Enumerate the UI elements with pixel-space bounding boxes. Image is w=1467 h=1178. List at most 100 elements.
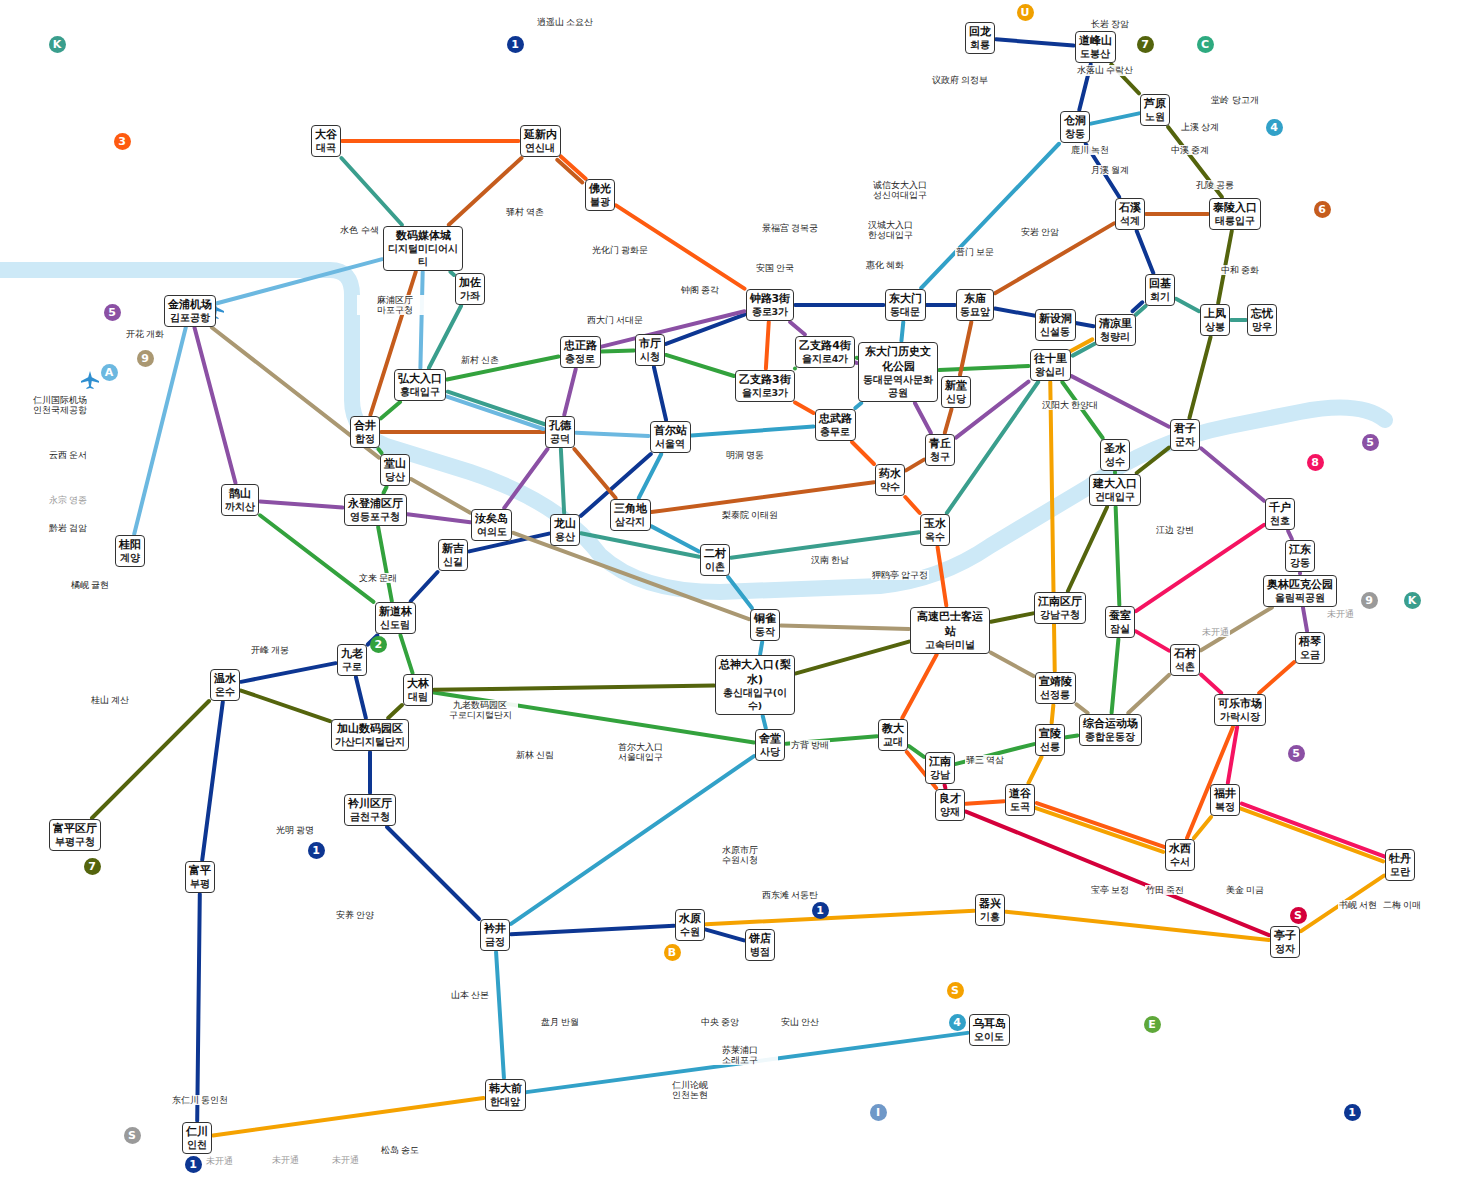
station-name-zh: 忠武路 bbox=[819, 411, 852, 426]
subway-line bbox=[368, 752, 372, 793]
station-name-zh: 泰陵入口 bbox=[1213, 200, 1257, 215]
line-number: 5 bbox=[104, 304, 121, 321]
station-name-ko: 불광 bbox=[589, 196, 611, 209]
station-name-ko: 망우 bbox=[1251, 321, 1273, 334]
station-label: 水色 수색 bbox=[339, 225, 380, 235]
subway-line bbox=[411, 479, 470, 513]
station-name-zh: 综合运动场 bbox=[1083, 716, 1138, 731]
station-label: 月溪 월계 bbox=[1090, 165, 1131, 175]
station-name-zh: 衿井 bbox=[484, 921, 506, 936]
station-name-zh: 新堂 bbox=[945, 378, 967, 393]
station-name-zh: 乙支路4街 bbox=[799, 338, 851, 353]
station-name-ko: 종로3가 bbox=[750, 306, 791, 319]
station-name-ko: 정자 bbox=[1274, 943, 1296, 956]
subway-line bbox=[260, 501, 343, 507]
subway-line bbox=[905, 497, 919, 513]
station-name-ko: 용산 bbox=[554, 531, 576, 544]
station-name-zh: 福井 bbox=[1214, 786, 1236, 801]
line-number: K bbox=[49, 36, 66, 53]
subway-line bbox=[356, 677, 366, 718]
station-box: 乙支路4街을지로4가 bbox=[795, 336, 855, 368]
subway-line bbox=[1242, 804, 1385, 857]
station-label: 驿村 역촌 bbox=[505, 207, 546, 217]
station-name-ko: 상봉 bbox=[1204, 321, 1226, 334]
station-box: 上凤상봉 bbox=[1200, 304, 1230, 336]
station-name-ko: 동대문역사문화공원 bbox=[862, 374, 934, 400]
station-name-zh: 回龙 bbox=[969, 24, 991, 39]
station-name-ko: 고속터미널 bbox=[914, 639, 986, 652]
station-name-zh: 加佐 bbox=[459, 275, 481, 290]
station-name-zh: 合井 bbox=[354, 418, 376, 433]
station-name-ko: 잠실 bbox=[1109, 623, 1131, 636]
line-number: 1 bbox=[1344, 1104, 1361, 1121]
subway-line bbox=[766, 322, 769, 369]
station-label: 永宗 영종 bbox=[48, 495, 89, 505]
station-box: 回龙회룡 bbox=[965, 22, 995, 54]
station-name-ko: 군자 bbox=[1174, 436, 1196, 449]
subway-line bbox=[995, 223, 1114, 293]
station-name-ko: 충무로 bbox=[819, 426, 852, 439]
subway-line bbox=[1137, 448, 1169, 473]
station-label: 黔岩 검암 bbox=[48, 523, 89, 533]
subway-line bbox=[796, 642, 909, 674]
station-box: 忠武路충무로 bbox=[815, 409, 856, 441]
station-box: 石溪석계 bbox=[1115, 198, 1145, 230]
line-number: 8 bbox=[1307, 454, 1324, 471]
station-name-ko: 선정릉 bbox=[1039, 689, 1072, 702]
station-name-zh: 玉水 bbox=[924, 516, 946, 531]
station-label: 鹿川 녹천 bbox=[1070, 145, 1111, 155]
station-label: 书岘 서현 bbox=[1338, 900, 1379, 910]
station-name-zh: 富平区厅 bbox=[53, 821, 97, 836]
line-number: 5 bbox=[1362, 434, 1379, 451]
station-label: 逍遥山 소요산 bbox=[536, 17, 595, 27]
station-name-ko: 건대입구 bbox=[1093, 491, 1137, 504]
station-box: 回基회기 bbox=[1145, 274, 1175, 306]
station-name-zh: 新设洞 bbox=[1039, 311, 1072, 326]
subway-line bbox=[1137, 231, 1154, 273]
subway-line bbox=[915, 403, 931, 433]
subway-line bbox=[852, 442, 874, 464]
station-box: 堂山당산 bbox=[380, 454, 410, 486]
subway-line bbox=[1201, 675, 1221, 693]
subway-line bbox=[855, 403, 861, 408]
station-label: 桂山 계산 bbox=[90, 695, 131, 705]
station-label: 狎鸥亭 압구정 bbox=[871, 570, 930, 580]
station-box: 道峰山도봉산 bbox=[1075, 31, 1116, 63]
subway-line bbox=[504, 449, 547, 508]
subway-line bbox=[411, 572, 438, 601]
subway-line bbox=[1303, 608, 1307, 632]
station-label: 竹田 죽전 bbox=[1145, 885, 1186, 895]
station-name-zh: 二村 bbox=[704, 546, 726, 561]
subway-line bbox=[574, 449, 615, 498]
station-label: 文来 문래 bbox=[358, 573, 399, 583]
station-name-ko: 수원 bbox=[679, 926, 701, 939]
station-name-zh: 石村 bbox=[1174, 646, 1196, 661]
station-name-zh: 三角地 bbox=[614, 501, 647, 516]
line-number: 7 bbox=[84, 858, 101, 875]
station-name-zh: 韩大前 bbox=[489, 1081, 522, 1096]
station-label: 水落山 수락산 bbox=[1076, 65, 1135, 75]
station-name-ko: 합정 bbox=[354, 433, 376, 446]
station-box: 芦原노원 bbox=[1140, 94, 1170, 126]
station-name-zh: 上凤 bbox=[1204, 306, 1226, 321]
airplane-icon bbox=[81, 371, 99, 389]
station-box: 新设洞신설동 bbox=[1035, 309, 1076, 341]
station-name-ko: 가락시장 bbox=[1218, 711, 1262, 724]
subway-line bbox=[790, 322, 805, 335]
station-name-zh: 忘忧 bbox=[1251, 306, 1273, 321]
line-number: C bbox=[1197, 36, 1214, 53]
station-label: 开花 개화 bbox=[125, 329, 166, 339]
station-name-ko: 복정 bbox=[1214, 801, 1236, 814]
station-name-ko: 동대문 bbox=[889, 306, 922, 319]
subway-line bbox=[213, 1098, 484, 1135]
station-name-ko: 성수 bbox=[1104, 456, 1126, 469]
line-number: S bbox=[124, 1127, 141, 1144]
subway-line bbox=[795, 403, 813, 413]
line-number: 1 bbox=[507, 36, 524, 53]
subway-line bbox=[939, 366, 1028, 370]
subway-line bbox=[581, 454, 651, 516]
station-name-ko: 회기 bbox=[1149, 291, 1171, 304]
station-box: 奥林匹克公园올림픽공원 bbox=[1263, 575, 1337, 607]
station-label: 仁川论岘 인천논현 bbox=[652, 1080, 728, 1101]
